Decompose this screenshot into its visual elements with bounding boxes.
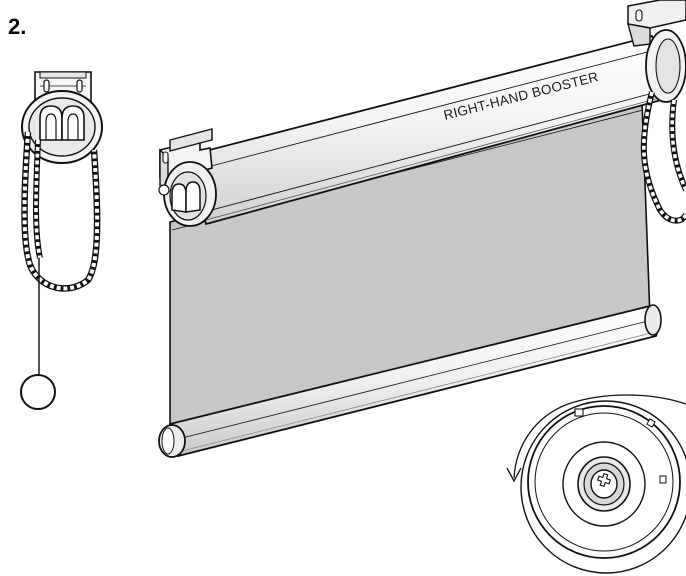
head-tube: RIGHT-HAND BOOSTER — [188, 34, 678, 226]
bottom-bar — [158, 304, 662, 458]
left-bracket-assembly — [158, 128, 217, 227]
chain-weight — [20, 374, 56, 410]
right-bracket-assembly — [627, 0, 686, 103]
bottom-bar-right-cap — [644, 304, 662, 336]
right-bead-chain — [640, 91, 686, 224]
step-number: 2. — [8, 14, 27, 39]
side-control-unit — [21, 90, 103, 164]
counterclockwise-arrow-icon — [506, 394, 686, 483]
end-cap-detail — [506, 394, 686, 574]
side-bead-chain — [21, 131, 101, 292]
side-view-bracket-assembly — [20, 71, 103, 410]
roller-blind: RIGHT-HAND BOOSTER — [158, 0, 686, 458]
